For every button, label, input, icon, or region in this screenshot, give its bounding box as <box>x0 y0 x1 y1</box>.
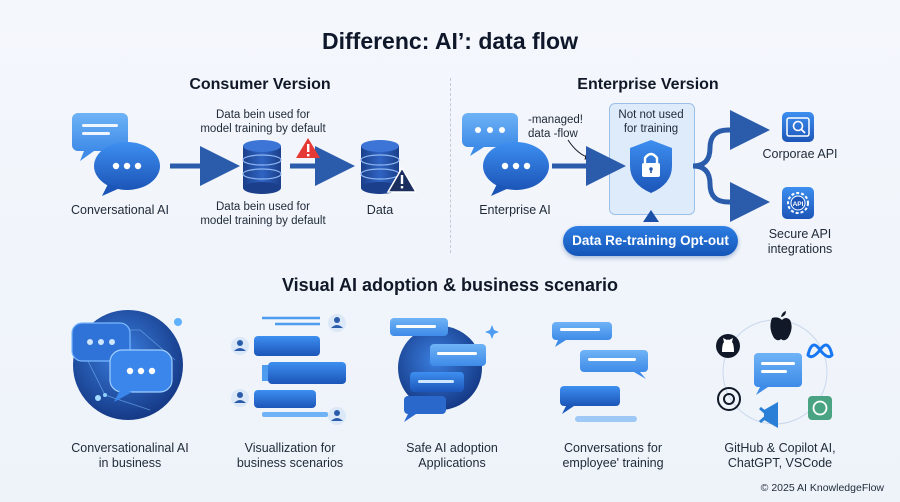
scenario-2-chat-rows-icon <box>231 314 346 425</box>
footer-copyright: © 2025 AI KnowledgeFlow <box>760 482 884 494</box>
enterprise-heading: Enterprise Version <box>577 76 719 93</box>
chat-panel-icon <box>754 353 802 395</box>
scenario-label-4: Conversations for employee' training <box>562 441 664 470</box>
scenario-label-3: Safe AI adoption Applications <box>406 441 498 470</box>
enterprise-managed-note: -managed! data -flow <box>528 114 583 140</box>
enterprise-branch-arrows <box>692 110 770 222</box>
consumer-chat-bubble-icon <box>72 113 160 196</box>
meta-icon <box>806 343 834 359</box>
vscode-icon <box>759 402 778 428</box>
lock-shield-icon <box>630 140 672 193</box>
enterprise-box-note: Not not used for training <box>618 109 684 135</box>
database-warning-icon <box>360 140 418 194</box>
scenario-label-2: Visuallization for business scenarios <box>236 441 344 470</box>
consumer-note-top: Data bein used for model training by def… <box>200 109 326 135</box>
consumer-heading: Consumer Version <box>189 76 331 93</box>
scenario-label-1: Conversationalinal AI in business <box>71 441 189 470</box>
enterprise-chat-bubble-icon <box>462 113 549 196</box>
warning-icon <box>296 138 320 158</box>
api-badge-text: API <box>793 201 804 208</box>
section-divider <box>450 78 451 253</box>
scenario-label-5: GitHub & Copilot AI, ChatGPT, VSCode <box>724 441 836 470</box>
api-gear-icon: API <box>782 187 814 219</box>
github-icon <box>716 334 740 358</box>
scenario-5-tools-icon <box>716 311 834 428</box>
chatgpt-icon <box>808 396 832 420</box>
optout-pointer <box>643 210 659 222</box>
enterprise-output-top-label: Corporae API <box>762 147 838 161</box>
scenario-4-training-chat-icon <box>552 322 648 422</box>
consumer-note-bottom: Data bein used for model training by def… <box>200 201 326 227</box>
scenario-3-safe-adoption-icon <box>390 318 499 422</box>
search-window-icon <box>782 112 814 142</box>
consumer-source-label: Conversational AI <box>71 203 169 217</box>
scenario-1-chat-circle-icon <box>71 310 183 420</box>
page-title: Differenc: AI’: data flow <box>322 28 578 54</box>
scenarios-heading: Visual AI adoption & business scenario <box>281 275 619 295</box>
database-icon <box>242 140 282 194</box>
data-retraining-optout-button[interactable]: Data Re-training Opt-out <box>563 226 738 256</box>
enterprise-source-label: Enterprise AI <box>479 203 551 217</box>
enterprise-output-bottom-label: Secure API integrations <box>767 227 833 256</box>
openai-icon <box>717 387 741 411</box>
apple-icon <box>770 311 792 341</box>
consumer-target-label: Data <box>366 203 394 217</box>
managed-note-pointer <box>567 139 591 160</box>
